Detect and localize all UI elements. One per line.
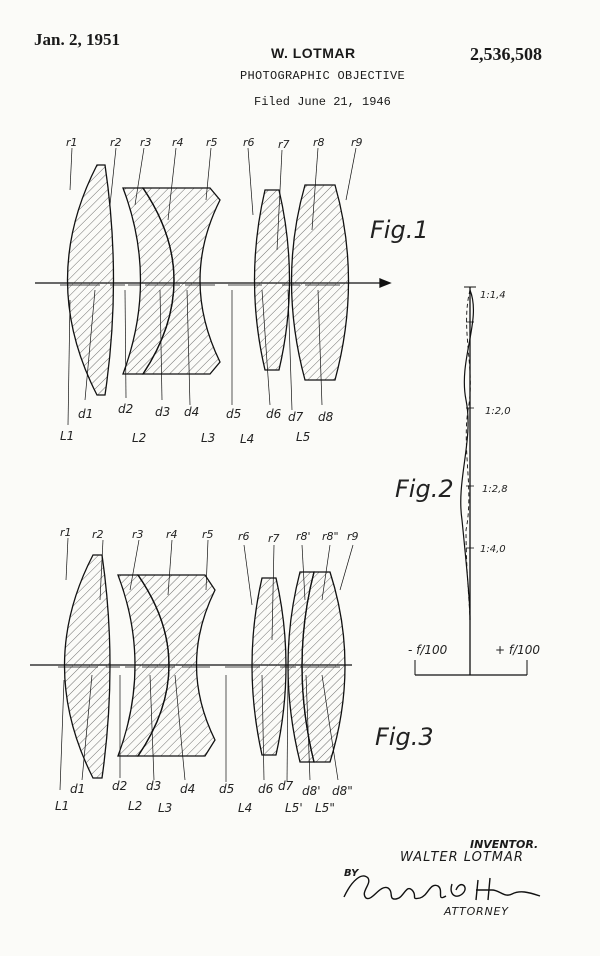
fig1-radius-labels: r1 r2 r3 r4 r5 r6 r7 r8 r9: [66, 136, 363, 151]
fig3-label-d5: d5: [219, 782, 234, 796]
fig2-curve-dashed: [465, 289, 471, 621]
fig1-label-d2: d2: [118, 402, 133, 416]
attorney-signature: [343, 875, 541, 901]
fig2-curve-solid: [460, 289, 474, 621]
fig3-lens-L1: [63, 554, 111, 779]
fig1-label-L1: L1: [60, 429, 74, 443]
fig3-lens-L3: [136, 574, 216, 757]
fig3-label-r8-double-prime: r8": [322, 530, 339, 543]
fig2-title: Fig.2: [395, 475, 454, 503]
fig3-thickness-labels: d1 d2 d3 d4 d5 d6 d7 d8' d8": [70, 779, 353, 798]
fig1-label-d6: d6: [266, 407, 282, 421]
fig1-label-r4: r4: [172, 136, 184, 149]
fig1-lens-L1: [66, 164, 115, 396]
fig3-label-L5-prime: L5': [285, 801, 303, 815]
fig3-label-r4: r4: [166, 528, 178, 541]
fig1-label-L3: L3: [201, 431, 215, 445]
fig3-label-L1: L1: [55, 799, 69, 813]
fig3-label-d8-double-prime: d8": [332, 784, 353, 798]
fig1-label-r5: r5: [206, 136, 218, 149]
fig2-aperture-labels: 1:1,4 1:2,0 1:2,8 1:4,0: [480, 290, 511, 555]
inventor-header: W. LOTMAR: [271, 45, 356, 61]
fig3-label-r6: r6: [238, 530, 250, 543]
fig3-label-d8-prime: d8': [302, 784, 321, 798]
fig2-aperture-1: 1:1,4: [480, 290, 506, 301]
fig3-label-r2: r2: [92, 528, 104, 541]
fig1-thickness-labels: d1 d2 d3 d4 d5 d6 d7 d8: [78, 402, 334, 424]
fig1-leader-lines: [67, 147, 357, 426]
fig1-label-d3: d3: [155, 405, 170, 419]
fig1-lens-L3: [141, 187, 221, 375]
fig1-label-d8: d8: [318, 410, 334, 424]
fig1-label-r1: r1: [66, 136, 78, 149]
inventor-full-name: WALTER LOTMAR: [400, 850, 524, 865]
patent-title: PHOTOGRAPHIC OBJECTIVE: [240, 69, 406, 83]
fig1-lens-L4: [253, 189, 291, 371]
fig3-label-r3: r3: [132, 528, 144, 541]
patent-number: 2,536,508: [470, 44, 542, 64]
fig3-radius-labels: r1 r2 r3 r4 r5 r6 r7 r8' r8" r9: [60, 526, 359, 545]
fig1-label-L4: L4: [240, 432, 254, 446]
fig3-label-d1: d1: [70, 782, 85, 796]
filed-date: Filed June 21, 1946: [254, 95, 391, 109]
fig3-label-L5-double-prime: L5": [315, 801, 335, 815]
fig1-lens-L5: [290, 184, 350, 381]
patent-date: Jan. 2, 1951: [34, 30, 120, 49]
fig3-lens-L4: [251, 577, 287, 756]
fig1-label-d4: d4: [184, 405, 199, 419]
fig1-label-r9: r9: [351, 136, 363, 149]
inventor-title: INVENTOR.: [470, 838, 539, 851]
attorney-label: ATTORNEY: [444, 905, 509, 918]
fig2-minus-f-over-100: - f/100: [408, 643, 448, 657]
fig1-label-d1: d1: [78, 407, 93, 421]
fig3-lens-labels: L1 L2 L3 L4 L5' L5": [55, 799, 335, 815]
fig3-label-d4: d4: [180, 782, 195, 796]
fig3-label-r5: r5: [202, 528, 214, 541]
fig3-label-d6: d6: [258, 782, 274, 796]
fig1-label-r6: r6: [243, 136, 255, 149]
fig3-label-L4: L4: [238, 801, 252, 815]
fig2-aperture-3: 1:2,8: [482, 484, 508, 495]
fig1-axis-arrow: [379, 278, 392, 288]
fig2-aperture-4: 1:4,0: [480, 544, 506, 555]
fig1-label-L5: L5: [296, 430, 310, 444]
fig1-label-r2: r2: [110, 136, 122, 149]
fig3-label-d3: d3: [146, 779, 161, 793]
by-label: BY: [344, 868, 359, 879]
fig2-aperture-2: 1:2,0: [485, 406, 511, 417]
fig1-label-r8: r8: [313, 136, 325, 149]
fig1-label-r3: r3: [140, 136, 152, 149]
fig3-leader-lines: [59, 537, 354, 791]
fig3-label-r9: r9: [347, 530, 359, 543]
fig2-aberration-plot: [414, 286, 528, 676]
fig2-plus-f-over-100: + f/100: [495, 643, 540, 657]
fig3-label-L2: L2: [128, 799, 142, 813]
fig3-label-r8-prime: r8': [296, 530, 311, 543]
fig1-label-L2: L2: [132, 431, 146, 445]
fig3-label-L3: L3: [158, 801, 172, 815]
fig1-lens-diagram: [35, 164, 392, 396]
fig3-label-r1: r1: [60, 526, 72, 539]
fig3-label-r7: r7: [268, 532, 280, 545]
fig1-title: Fig.1: [370, 216, 429, 244]
fig1-label-d5: d5: [226, 407, 241, 421]
fig2-axis-labels: - f/100 + f/100: [408, 643, 540, 657]
fig3-title: Fig.3: [375, 723, 434, 751]
fig1-lens-labels: L1 L2 L3 L4 L5: [60, 429, 310, 446]
fig3-label-d2: d2: [112, 779, 127, 793]
fig3-lens-diagram: [30, 554, 352, 779]
fig1-label-d7: d7: [288, 410, 304, 424]
fig3-label-d7: d7: [278, 779, 294, 793]
fig1-label-r7: r7: [278, 138, 290, 151]
